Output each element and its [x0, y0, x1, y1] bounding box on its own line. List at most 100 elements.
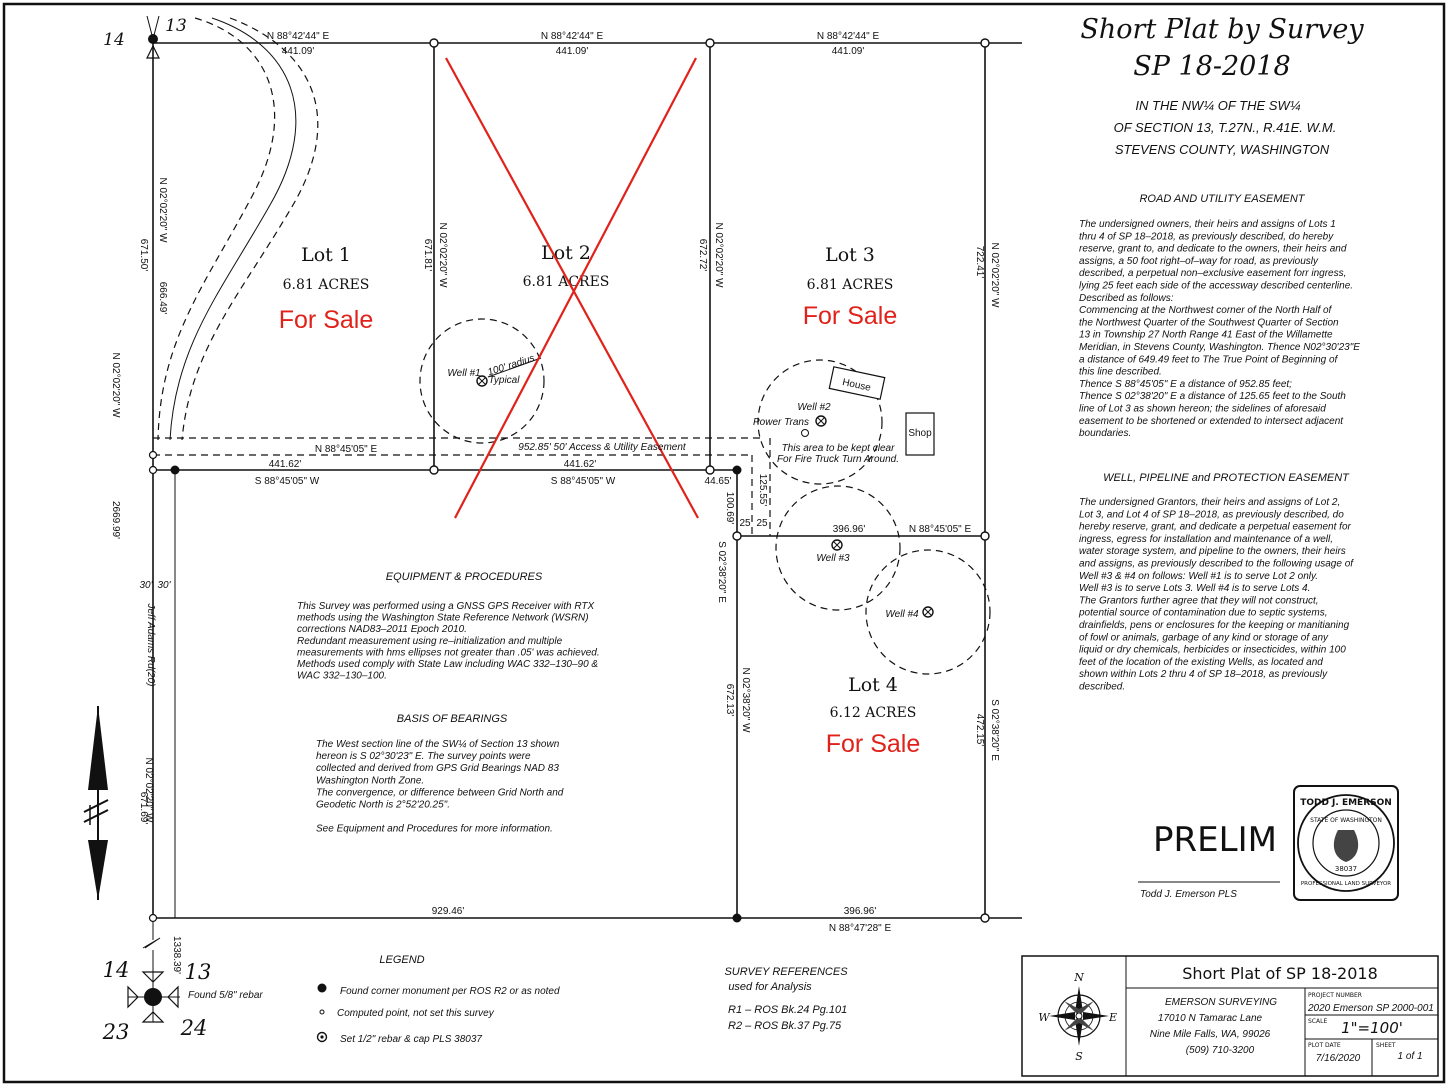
- equipment-line: measurements with hms ellipses not great…: [297, 647, 600, 658]
- computed-point-icon: [980, 531, 990, 541]
- lot1-acres: 6.81 ACRES: [283, 277, 370, 293]
- well2-radius-circle: [757, 359, 883, 485]
- lot4-top-dist: 396.96': [833, 524, 866, 535]
- title-loc2: OF SECTION 13, T.27N., R.41E. W.M.: [1114, 120, 1337, 135]
- bearings-line: collected and derived from GPS Grid Bear…: [316, 763, 559, 774]
- legend: LEGEND Found corner monument per ROS R2 …: [316, 954, 560, 1045]
- well-easement-line: Well #3 is to serve Lots 3. Well #4 is t…: [1079, 583, 1310, 594]
- sw-arrow-up-icon: [141, 971, 165, 983]
- lot4-top-bearing: N 88°45'05" E: [909, 524, 972, 535]
- road-easement-line: 13 in Township 27 North Range 41 East of…: [1079, 330, 1333, 341]
- title-block-frame: [1021, 955, 1439, 1077]
- tb-phone: (509) 710-3200: [1186, 1045, 1255, 1056]
- lot4-west-dist: 672.13': [724, 684, 735, 717]
- sw-section-14: 14: [103, 958, 130, 982]
- compass-s: S: [1075, 1050, 1083, 1063]
- title-loc1: IN THE NW¼ OF THE SW¼: [1135, 98, 1300, 113]
- corner-markers: [146, 15, 990, 923]
- road-curve-2: [169, 17, 297, 441]
- nw-section-13: 13: [165, 16, 187, 36]
- radius-leader: [487, 357, 542, 378]
- seal-outer-ring: [1297, 794, 1395, 892]
- seal-state: STATE OF WASHINGTON: [1310, 817, 1382, 824]
- computed-point-icon: [705, 465, 715, 475]
- road-easement-line: Commencing at the Northwest corner of th…: [1079, 305, 1333, 316]
- dimension-labels: N 88°42'44" E N 88°42'44" E N 88°42'44" …: [110, 31, 1000, 974]
- north-bearing-3: N 88°42'44" E: [817, 31, 880, 42]
- equipment-line: This Survey was performed using a GNSS G…: [297, 601, 594, 612]
- north-bearing-2: N 88°42'44" E: [541, 31, 604, 42]
- bearings-line: The West section line of the SW¼ of Sect…: [316, 738, 560, 750]
- lot4-west-bearing: N 02°38'20" W: [740, 667, 751, 733]
- lot4-east-dist: 472.15': [974, 714, 985, 747]
- north-dist-1: 441.09': [282, 46, 315, 57]
- road-easement-heading: ROAD AND UTILITY EASEMENT: [1139, 193, 1305, 205]
- easement-bearing: N 88°45'05" E: [315, 444, 378, 455]
- ease-vert-dist: 125.55': [757, 474, 768, 507]
- ease-width-2: 25: [756, 518, 768, 529]
- well-easement-line: of fowl or animals, garbage of any kind …: [1079, 632, 1329, 643]
- well3-label: Well #3: [816, 553, 850, 564]
- bearings-line: Washington North Zone.: [316, 775, 424, 786]
- road-easement-line: Described as follows:: [1079, 293, 1174, 304]
- well-easement-line: water storage system, and pipeline to th…: [1079, 546, 1346, 557]
- road-curve-1: [157, 17, 276, 441]
- road-width-1: 30': [139, 580, 153, 591]
- mid-dist-3: 44.65': [705, 476, 732, 487]
- well-easement-line: described.: [1079, 682, 1125, 693]
- west-bearing: N 02°02'20" W: [110, 352, 121, 418]
- nw-tick-icon: [146, 15, 160, 41]
- road-easement-line: lying 25 feet each side of the accessway…: [1079, 281, 1353, 292]
- road-easement-line: reserve, grant to, and dedicate to the o…: [1079, 244, 1347, 255]
- equipment-line: WAC 332–130–100.: [297, 671, 387, 682]
- section-numbers: 14 13 14 13 23 24 Found 5/8" rebar: [102, 16, 264, 1044]
- well2-label: Well #2: [797, 402, 831, 413]
- lot1-west-dist-2: 666.49': [157, 282, 168, 315]
- mid-dist-2: 441.62': [564, 459, 597, 470]
- well-easement-line: shown within Lots 2 thru 4 of SP 18–2018…: [1079, 669, 1328, 680]
- road-easement-line: Meridian, in Stevens County, Washington.…: [1079, 342, 1360, 353]
- road-easement-line: Thence S 88°45'05" E a distance of 952.8…: [1079, 379, 1292, 390]
- mid-bearing-1: S 88°45'05" W: [255, 476, 320, 487]
- road-easement-line: line of Lot 3 as shown hereon; the sidel…: [1079, 404, 1326, 415]
- road-width-2: 30': [157, 580, 171, 591]
- road-easement-line: boundaries.: [1079, 428, 1131, 439]
- title-loc3: STEVENS COUNTY, WASHINGTON: [1115, 142, 1330, 157]
- equipment-heading: EQUIPMENT & PROCEDURES: [386, 571, 543, 583]
- mid-vert-bearing: S 02°38'20" E: [716, 541, 727, 603]
- computed-point-icon: [148, 913, 158, 923]
- easement-label: 952.85' 50' Access & Utility Easement: [518, 442, 687, 453]
- lot-labels: Lot 1 6.81 ACRES For Sale Lot 2 6.81 ACR…: [279, 242, 920, 758]
- lot3-name: Lot 3: [825, 244, 875, 266]
- tb-sheet-label: SHEET: [1376, 1042, 1396, 1049]
- nw-section-14: 14: [103, 30, 125, 50]
- computed-point-icon: [429, 38, 439, 48]
- title-block: Short Plat of SP 18-2018 EMERSON SURVEYI…: [1021, 955, 1439, 1077]
- well-easement-line: Lot 3, and Lot 4 of SP 18–2018, as previ…: [1079, 509, 1344, 520]
- well-easement-line: and assigns, as previously described to …: [1079, 559, 1354, 570]
- title-area: Short Plat by Survey SP 18-2018 IN THE N…: [1080, 14, 1364, 157]
- lot12-bearing: N 02°02'20" W: [437, 222, 448, 288]
- south-dist-1: 929.46': [432, 906, 465, 917]
- bearings-notes: BASIS OF BEARINGS The West section line …: [316, 713, 564, 835]
- shop-label: Shop: [908, 428, 932, 439]
- lot4-acres: 6.12 ACRES: [830, 705, 917, 721]
- clear-note-2: For Fire Truck Turn Around.: [777, 454, 899, 465]
- survey-refs-heading: SURVEY REFERENCES: [724, 966, 848, 978]
- lot3-status: For Sale: [803, 302, 897, 330]
- bearings-heading: BASIS OF BEARINGS: [397, 713, 508, 725]
- lot12-dist: 671.81': [422, 239, 433, 272]
- sw-section-13: 13: [185, 960, 212, 984]
- well1-radius-circle: [419, 318, 545, 444]
- shop-building: [905, 412, 935, 456]
- tb-date: 7/16/2020: [1316, 1053, 1361, 1064]
- rebar-cap-dot-icon: [320, 1035, 324, 1039]
- feature-labels: Well #1 100' radius Typical Well #2 Powe…: [447, 353, 919, 620]
- south-bearing: N 88°47'28" E: [829, 923, 892, 934]
- well1-label: Well #1: [447, 368, 480, 379]
- title-line1: Short Plat by Survey: [1080, 14, 1364, 45]
- tb-addr1: 17010 N Tamarac Lane: [1158, 1013, 1263, 1024]
- ease-width-1: 25: [739, 518, 751, 529]
- found-monument-icon: [170, 465, 180, 475]
